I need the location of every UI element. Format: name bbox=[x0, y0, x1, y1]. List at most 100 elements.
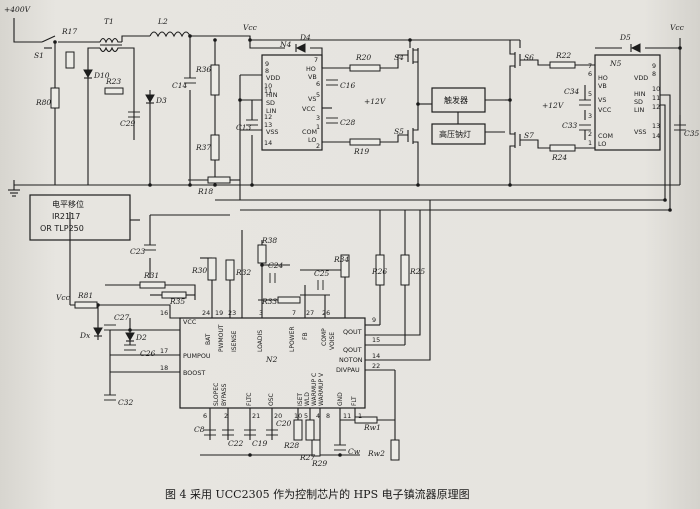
svg-text:8: 8 bbox=[326, 412, 330, 420]
label-r30: R30 bbox=[191, 266, 207, 275]
diodes bbox=[83, 43, 641, 342]
wires bbox=[13, 18, 681, 460]
svg-text:VS: VS bbox=[598, 96, 606, 104]
svg-text:SLOPEC: SLOPEC bbox=[213, 383, 220, 406]
n5-driver-ic bbox=[594, 54, 661, 151]
label-vcc-left: Vcc bbox=[56, 293, 71, 302]
label-c8: C8 bbox=[194, 425, 205, 434]
svg-text:12: 12 bbox=[264, 113, 272, 121]
label-rw1: Rw1 bbox=[363, 423, 381, 432]
label-c20: C20 bbox=[276, 419, 292, 428]
label-r23: R23 bbox=[105, 77, 121, 86]
svg-text:HIN: HIN bbox=[634, 90, 646, 98]
label-c25: C25 bbox=[314, 269, 330, 278]
label-c22: C22 bbox=[228, 439, 244, 448]
svg-text:PWMOUT: PWMOUT bbox=[218, 324, 225, 352]
label-c14: C14 bbox=[172, 81, 188, 90]
svg-text:DIVPAU: DIVPAU bbox=[336, 366, 360, 374]
svg-text:12: 12 bbox=[652, 103, 660, 111]
label-n5: N5 bbox=[609, 59, 622, 68]
label-r20: R20 bbox=[355, 53, 371, 62]
capacitors bbox=[104, 77, 686, 451]
svg-text:8: 8 bbox=[652, 70, 656, 78]
svg-text:2: 2 bbox=[588, 130, 592, 138]
label-r36: R36 bbox=[195, 65, 211, 74]
label-s6: S6 bbox=[524, 53, 534, 62]
label-c33: C33 bbox=[562, 121, 578, 130]
svg-text:FLT: FLT bbox=[351, 396, 358, 406]
svg-text:10: 10 bbox=[652, 85, 660, 93]
svg-text:11: 11 bbox=[343, 412, 351, 420]
svg-text:HO: HO bbox=[598, 74, 608, 82]
trigger-box bbox=[431, 87, 486, 113]
svg-text:COMP: COMP bbox=[321, 328, 328, 346]
svg-text:7: 7 bbox=[292, 309, 296, 317]
svg-text:3: 3 bbox=[588, 112, 592, 120]
label-r80: R80 bbox=[35, 98, 51, 107]
label-d4: D4 bbox=[299, 33, 311, 42]
n4-pins: N4 VDD HIN SD LIN VSS HO VB VS VCC COM L… bbox=[264, 40, 320, 150]
n5-pins: HO VB VS VCC COM LO VDD HIN SD LIN VSS 7… bbox=[588, 62, 660, 148]
label-r33: R33 bbox=[261, 297, 277, 306]
label-r19: R19 bbox=[353, 147, 369, 156]
svg-text:COM: COM bbox=[302, 128, 317, 136]
label-c26: C26 bbox=[140, 349, 156, 358]
svg-text:6: 6 bbox=[588, 70, 592, 78]
svg-text:BOOST: BOOST bbox=[183, 369, 205, 377]
svg-text:4: 4 bbox=[316, 412, 320, 420]
svg-text:13: 13 bbox=[652, 122, 660, 130]
label-r31: R31 bbox=[143, 271, 159, 280]
label-c19: C19 bbox=[252, 439, 268, 448]
label-s7: S7 bbox=[524, 131, 534, 140]
svg-text:5: 5 bbox=[588, 90, 592, 98]
label-r28: R28 bbox=[283, 441, 299, 450]
mosfets bbox=[407, 48, 521, 148]
svg-text:VDD: VDD bbox=[266, 74, 280, 82]
svg-text:VB: VB bbox=[308, 73, 317, 81]
svg-text:20: 20 bbox=[274, 412, 282, 420]
ir2117-line3: OR TLP250 bbox=[40, 224, 84, 233]
svg-text:OSC: OSC bbox=[268, 393, 275, 406]
svg-text:2: 2 bbox=[224, 412, 228, 420]
svg-text:2: 2 bbox=[316, 142, 320, 150]
svg-text:LO: LO bbox=[308, 136, 316, 144]
label-r37: R37 bbox=[195, 143, 211, 152]
label-c27: C27 bbox=[114, 313, 130, 322]
svg-text:14: 14 bbox=[264, 139, 272, 147]
svg-text:9: 9 bbox=[652, 62, 656, 70]
label-r24: R24 bbox=[551, 153, 567, 162]
svg-text:1: 1 bbox=[316, 123, 320, 131]
svg-text:BYPASS: BYPASS bbox=[221, 383, 228, 406]
ir2117-line2: IR2117 bbox=[52, 212, 80, 221]
svg-text:13: 13 bbox=[264, 121, 272, 129]
svg-text:LIN: LIN bbox=[266, 107, 276, 115]
label-r34: R34 bbox=[333, 255, 349, 264]
svg-text:5: 5 bbox=[316, 91, 320, 99]
svg-text:QOUT: QOUT bbox=[343, 328, 362, 336]
label-vcc-top1: Vcc bbox=[243, 23, 258, 32]
svg-text:3: 3 bbox=[316, 114, 320, 122]
svg-text:VCC: VCC bbox=[598, 106, 612, 114]
svg-text:24: 24 bbox=[202, 309, 210, 317]
label-t1: T1 bbox=[104, 17, 114, 26]
svg-text:LO: LO bbox=[598, 140, 606, 148]
svg-text:ISET: ISET bbox=[297, 393, 304, 406]
svg-text:5: 5 bbox=[304, 412, 308, 420]
label-c16: C16 bbox=[340, 81, 356, 90]
label-r32: R32 bbox=[235, 268, 251, 277]
svg-text:VCC: VCC bbox=[183, 318, 197, 326]
label-cw: Cw bbox=[348, 447, 361, 456]
svg-text:LIN: LIN bbox=[634, 106, 644, 114]
label-s4: S4 bbox=[394, 53, 404, 62]
svg-text:16: 16 bbox=[160, 309, 168, 317]
svg-text:LPOWER: LPOWER bbox=[289, 326, 296, 352]
svg-text:18: 18 bbox=[160, 364, 168, 372]
svg-text:FLTC: FLTC bbox=[246, 393, 253, 406]
label-dx: Dx bbox=[79, 331, 91, 340]
n4-driver-ic bbox=[261, 54, 323, 151]
label-r17: R17 bbox=[61, 27, 77, 36]
label-d10: D10 bbox=[93, 71, 110, 80]
svg-text:SD: SD bbox=[634, 98, 643, 106]
